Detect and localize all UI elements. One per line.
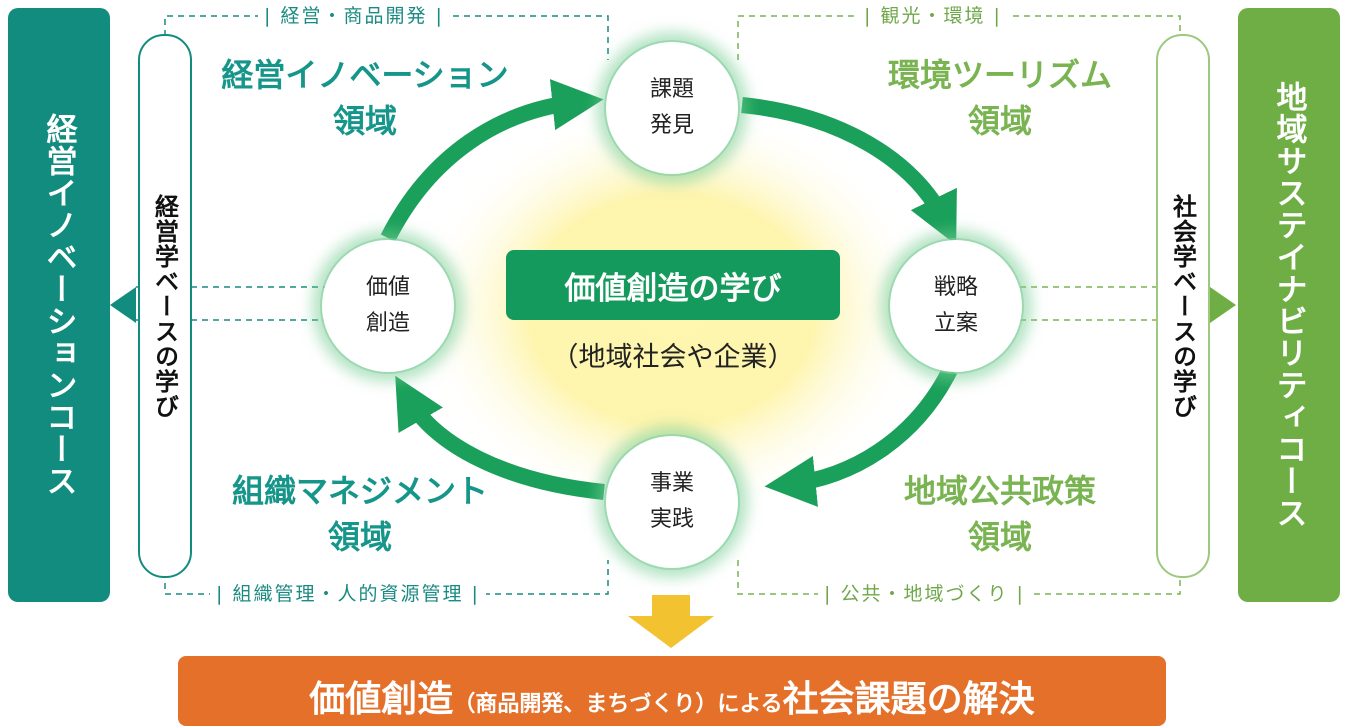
tag-top-right-text: 観光・環境 <box>880 5 986 27</box>
course-label-left: 経営イノベーションコース <box>40 113 77 497</box>
cycle-arrow-right-to-bottom <box>764 366 958 507</box>
domain-top-left-line1: 経営イノベーション <box>221 56 509 94</box>
center-title-box: 価値創造の学び <box>506 250 840 320</box>
tag-top-left: | 経営・商品開発 | <box>258 3 450 29</box>
course-label-right: 地域サステイナビリティコース <box>1270 81 1307 529</box>
domain-top-right-line1: 環境ツーリズム <box>887 56 1112 94</box>
base-learning-right: 社会学ベースの学び <box>1156 34 1210 578</box>
tag-bottom-right-text: 公共・地域づくり <box>840 583 1009 605</box>
course-panel-sustainability: 地域サステイナビリティコース <box>1238 8 1340 602</box>
node-strategy-planning: 戦略 立案 <box>890 240 1022 372</box>
banner-part4: 社会課題の解決 <box>782 679 1035 720</box>
domain-bottom-left-line1: 組織マネジメント <box>231 472 488 510</box>
cycle-arrow-bottom-to-left <box>395 375 605 500</box>
node-bottom-label: 事業 実践 <box>649 471 694 532</box>
domain-regional-public-policy: 地域公共政策 領域 <box>860 468 1140 560</box>
domain-environmental-tourism: 環境ツーリズム 領域 <box>850 52 1150 144</box>
base-label-right: 社会学ベースの学び <box>1168 193 1197 419</box>
node-value-creation: 価値 創造 <box>322 240 454 372</box>
domain-bottom-right-line1: 地域公共政策 <box>903 472 1096 510</box>
cycle-arrow-left-to-top <box>380 79 604 242</box>
center-title: 価値創造の学び <box>564 270 782 307</box>
base-learning-left: 経営学ベースの学び <box>138 34 192 578</box>
domain-bottom-left-line2: 領域 <box>327 518 392 556</box>
node-left-label: 価値 創造 <box>365 275 410 336</box>
left-pointer <box>110 287 136 323</box>
frame-top-left <box>164 15 609 80</box>
center-subtitle: （地域社会や企業） <box>551 342 795 373</box>
domain-bottom-right-line2: 領域 <box>967 518 1032 556</box>
down-arrow <box>628 595 714 648</box>
domain-top-left-line2: 領域 <box>332 102 397 140</box>
course-panel-management: 経営イノベーションコース <box>8 8 110 602</box>
node-right-label: 戦略 立案 <box>933 275 978 336</box>
cycle-arrow-top-to-right <box>741 97 957 246</box>
domain-top-right-line2: 領域 <box>967 102 1032 140</box>
tag-top-right: | 観光・環境 | <box>858 3 1008 29</box>
base-label-left: 経営学ベースの学び <box>150 193 179 419</box>
banner-part2: （商品開発、まちづくり） <box>453 692 718 717</box>
node-business-practice: 事業 実践 <box>606 436 738 568</box>
domain-organization-management: 組織マネジメント 領域 <box>200 468 520 560</box>
result-banner: 価値創造 （商品開発、まちづくり） による 社会課題の解決 <box>178 656 1166 726</box>
node-problem-discovery: 課題 発見 <box>606 42 738 174</box>
tag-top-left-text: 経営・商品開発 <box>280 5 428 27</box>
right-pointer <box>1210 287 1236 323</box>
tag-bottom-right: | 公共・地域づくり | <box>818 581 1031 607</box>
banner-part3: による <box>717 692 783 717</box>
tag-bottom-left: | 組織管理・人的資源管理 | <box>210 581 486 607</box>
domain-management-innovation: 経営イノベーション 領域 <box>190 52 540 144</box>
tag-bottom-left-text: 組織管理・人的資源管理 <box>232 583 464 605</box>
banner-part1: 価値創造 <box>309 679 454 720</box>
node-top-label: 課題 発見 <box>649 77 694 138</box>
